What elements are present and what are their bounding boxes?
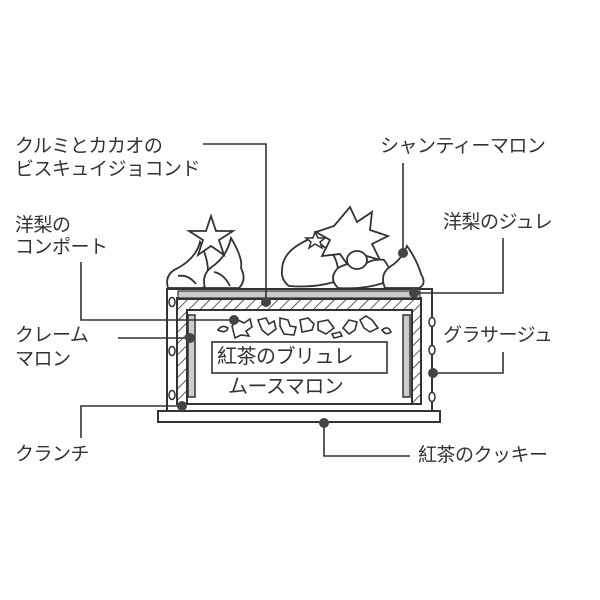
glacage-drops [168, 296, 436, 403]
cookie-label: 紅茶のクッキー [418, 444, 548, 466]
creme-label-line1: クレーム [15, 324, 89, 346]
biscuit-label-line2: ビスキュイジョコンド [15, 158, 201, 180]
jelly-label: 洋梨のジュレ [443, 211, 553, 233]
glacage-label: グラサージュ [443, 324, 553, 346]
meringue-right [332, 244, 425, 290]
compote-label-line2: コンポート [15, 236, 108, 258]
crunch-label: クランチ [15, 443, 90, 465]
creme-bar-right [402, 314, 411, 398]
mousse-label: ムースマロン [228, 374, 344, 398]
creme-bar-left [187, 314, 196, 398]
leader-lines [80, 143, 504, 457]
creme-label-line2: マロン [15, 348, 71, 370]
jelly-layer [177, 290, 421, 299]
cookie-base [157, 410, 441, 423]
brulee-box [211, 341, 388, 374]
chantilly-label: シャンティーマロン [380, 135, 546, 157]
star-left-icon [185, 213, 237, 258]
biscuit-label-line1: クルミとカカオの [15, 135, 163, 157]
small-star-icon [303, 230, 328, 250]
marker-dots [177, 248, 438, 428]
compote-label-line1: 洋梨の [15, 214, 71, 236]
compote-pieces [216, 315, 392, 340]
brulee-label: 紅茶のブリュレ [217, 344, 354, 368]
